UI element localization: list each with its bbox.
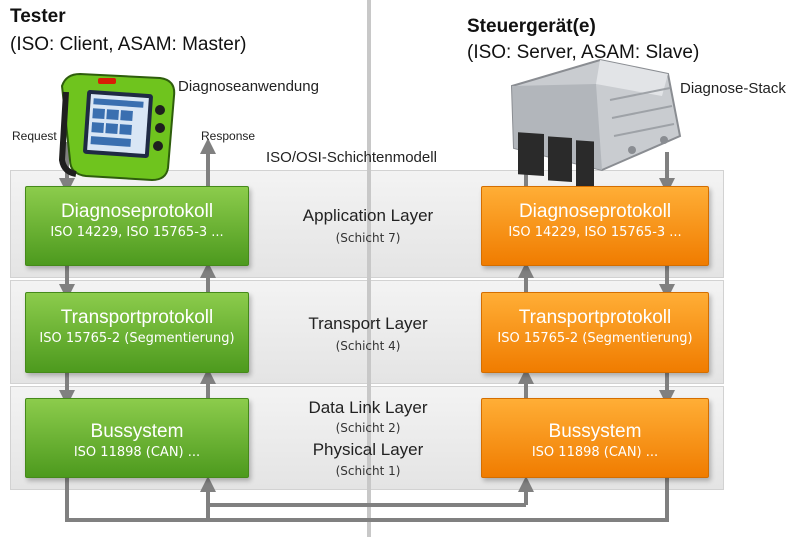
ecu-transport-title: Transportprotokoll <box>518 307 672 328</box>
tester-application-title: Diagnoseprotokoll <box>60 201 214 222</box>
bus-line-outer <box>65 518 669 522</box>
physical-layer-name: Physical Layer <box>312 440 424 459</box>
tester-roles: (ISO: Client, ASAM: Master) <box>10 34 247 55</box>
tester-bus-sub: ISO 11898 (CAN) ... <box>73 445 201 460</box>
tester-bus-title: Bussystem <box>90 421 184 442</box>
datalink-layer-name: Data Link Layer <box>308 398 428 417</box>
datalink-layer-num: (Schicht 2) <box>335 421 401 435</box>
tester-transport-title: Transportprotokoll <box>60 307 214 328</box>
ecu-application-sub: ISO 14229, ISO 15765-3 ... <box>508 225 682 240</box>
request-label: Request <box>12 129 57 143</box>
ecu-bus-title: Bussystem <box>548 421 642 442</box>
tester-application-sub: ISO 14229, ISO 15765-3 ... <box>50 225 224 240</box>
diagnose-stack-label: Diagnose-Stack <box>680 80 786 97</box>
application-layer-num: (Schicht 7) <box>335 231 401 245</box>
response-label: Response <box>201 129 256 143</box>
model-title: ISO/OSI-Schichtenmodell <box>266 149 437 166</box>
ecu-roles: (ISO: Server, ASAM: Slave) <box>467 42 700 63</box>
tester-transport-box: Transportprotokoll ISO 15765-2 (Segmenti… <box>25 292 249 373</box>
ecu-title: Steuergerät(e) <box>467 16 596 37</box>
ecu-transport-box: Transportprotokoll ISO 15765-2 (Segmenti… <box>481 292 709 373</box>
tester-transport-sub: ISO 15765-2 (Segmentierung) <box>39 331 235 346</box>
transport-layer-num: (Schicht 4) <box>335 339 401 353</box>
tester-bus-box: Bussystem ISO 11898 (CAN) ... <box>25 398 249 478</box>
ecu-illustration <box>510 58 682 188</box>
tester-application-box: Diagnoseprotokoll ISO 14229, ISO 15765-3… <box>25 186 249 266</box>
ecu-application-title: Diagnoseprotokoll <box>518 201 672 222</box>
tester-device-illustration <box>58 72 176 182</box>
physical-layer-num: (Schicht 1) <box>335 464 401 478</box>
ecu-bus-sub: ISO 11898 (CAN) ... <box>531 445 659 460</box>
ecu-transport-sub: ISO 15765-2 (Segmentierung) <box>497 331 693 346</box>
application-layer-name: Application Layer <box>302 206 434 225</box>
transport-layer-name: Transport Layer <box>308 314 428 333</box>
ecu-application-box: Diagnoseprotokoll ISO 14229, ISO 15765-3… <box>481 186 709 266</box>
tester-title: Tester <box>10 6 66 27</box>
diagnoseanwendung-label: Diagnoseanwendung <box>178 78 319 95</box>
ecu-bus-box: Bussystem ISO 11898 (CAN) ... <box>481 398 709 478</box>
